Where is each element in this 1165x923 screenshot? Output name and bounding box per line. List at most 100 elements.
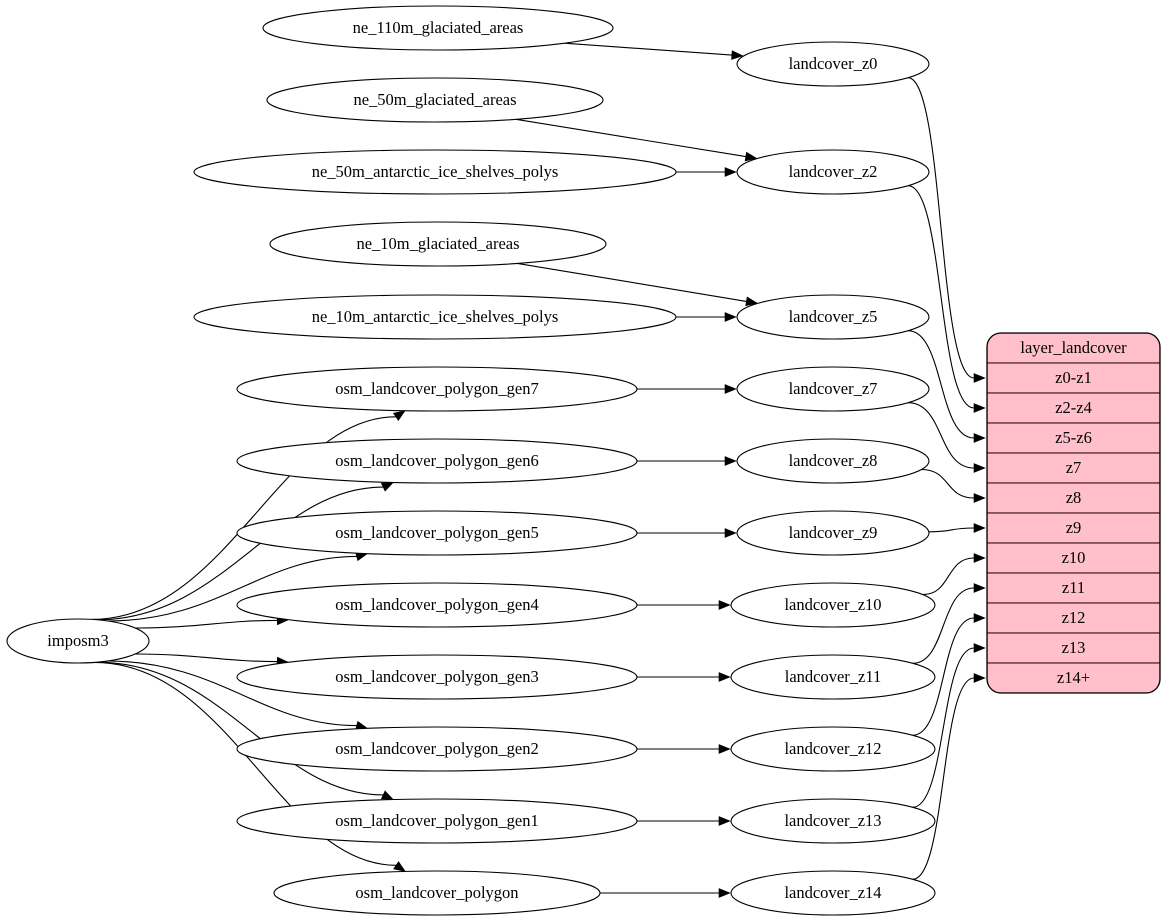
table-row-cell-z9[interactable] bbox=[987, 512, 1160, 544]
node-landcover_z0[interactable]: landcover_z0 bbox=[736, 41, 930, 87]
node-ellipse-ne_10m_glaciated_areas[interactable] bbox=[269, 221, 607, 267]
node-ellipse-osm_landcover_polygon_gen5[interactable] bbox=[236, 510, 638, 556]
edge-landcover_z7-to-z7 bbox=[907, 402, 975, 469]
edge-arrowhead bbox=[973, 673, 986, 683]
node-ellipse-osm_landcover_polygon[interactable] bbox=[273, 870, 601, 916]
table-row-cell-z8[interactable] bbox=[987, 482, 1160, 514]
node-ellipse-ne_110m_glaciated_areas[interactable] bbox=[262, 5, 614, 51]
node-osm_landcover_polygon_gen4[interactable]: osm_landcover_polygon_gen4 bbox=[236, 582, 638, 628]
table-row-cell-z13[interactable] bbox=[987, 632, 1160, 664]
table-row-cell-z5-z6[interactable] bbox=[987, 422, 1160, 454]
node-landcover_z14[interactable]: landcover_z14 bbox=[730, 870, 936, 916]
node-landcover_z11[interactable]: landcover_z11 bbox=[730, 654, 936, 700]
edge-imposm3-to-osm_landcover_polygon_gen5 bbox=[107, 555, 357, 622]
node-ellipse-osm_landcover_polygon_gen2[interactable] bbox=[236, 726, 638, 772]
node-ellipse-landcover_z5[interactable] bbox=[736, 294, 930, 340]
table-row-cell-z7[interactable] bbox=[987, 452, 1160, 484]
edge-arrowhead bbox=[393, 861, 406, 872]
nodes-layer: imposm3 ne_110m_glaciated_areas ne_50m_gla… bbox=[6, 5, 936, 916]
node-landcover_z10[interactable]: landcover_z10 bbox=[730, 582, 936, 628]
edge-imposm3-to-osm_landcover_polygon_gen2 bbox=[107, 660, 357, 727]
node-ne_50m_antarctic_ice_shelves_polys[interactable]: ne_50m_antarctic_ice_shelves_polys bbox=[193, 149, 677, 195]
edge-arrowhead bbox=[724, 384, 737, 394]
node-landcover_z12[interactable]: landcover_z12 bbox=[730, 726, 936, 772]
table-row-cell-z14+[interactable] bbox=[987, 662, 1160, 693]
edge-arrowhead bbox=[745, 296, 759, 307]
node-ne_10m_antarctic_ice_shelves_polys[interactable]: ne_10m_antarctic_ice_shelves_polys bbox=[193, 294, 677, 340]
edge-landcover_z5-to-z5-z6 bbox=[907, 330, 975, 439]
node-ellipse-landcover_z2[interactable] bbox=[736, 149, 930, 195]
node-ellipse-landcover_z10[interactable] bbox=[730, 582, 936, 628]
edge-landcover_z12-to-z12 bbox=[912, 617, 975, 736]
node-osm_landcover_polygon_gen5[interactable]: osm_landcover_polygon_gen5 bbox=[236, 510, 638, 556]
layer-landcover-table: layer_landcoverz0-z1z2-z4z5-z6z7z8z9z10z… bbox=[986, 332, 1161, 694]
node-ellipse-landcover_z8[interactable] bbox=[736, 438, 930, 484]
edge-landcover_z11-to-z11 bbox=[912, 587, 975, 664]
node-ellipse-landcover_z9[interactable] bbox=[736, 510, 930, 556]
table-row-cell-z2-z4[interactable] bbox=[987, 392, 1160, 424]
node-imposm3[interactable]: imposm3 bbox=[6, 618, 150, 664]
edge-landcover_z13-to-z13 bbox=[912, 647, 975, 808]
node-ne_10m_glaciated_areas[interactable]: ne_10m_glaciated_areas bbox=[269, 221, 607, 267]
node-ellipse-landcover_z11[interactable] bbox=[730, 654, 936, 700]
node-ne_50m_glaciated_areas[interactable]: ne_50m_glaciated_areas bbox=[266, 77, 604, 123]
node-landcover_z13[interactable]: landcover_z13 bbox=[730, 798, 936, 844]
node-landcover_z2[interactable]: landcover_z2 bbox=[736, 149, 930, 195]
node-ellipse-landcover_z14[interactable] bbox=[730, 870, 936, 916]
node-ellipse-ne_10m_antarctic_ice_shelves_polys[interactable] bbox=[193, 294, 677, 340]
edge-landcover_z8-to-z8 bbox=[921, 468, 975, 499]
edge-arrowhead bbox=[718, 888, 731, 898]
edge-arrowhead bbox=[380, 790, 394, 800]
node-ellipse-osm_landcover_polygon_gen4[interactable] bbox=[236, 582, 638, 628]
edge-ne_50m_glaciated_areas-to-landcover_z2 bbox=[515, 118, 746, 158]
node-osm_landcover_polygon_gen1[interactable]: osm_landcover_polygon_gen1 bbox=[236, 798, 638, 844]
edge-arrowhead bbox=[724, 312, 737, 322]
edge-landcover_z0-to-z0-z1 bbox=[907, 77, 975, 379]
node-osm_landcover_polygon_gen3[interactable]: osm_landcover_polygon_gen3 bbox=[236, 654, 638, 700]
table-outline bbox=[986, 332, 1161, 694]
node-osm_landcover_polygon_gen7[interactable]: osm_landcover_polygon_gen7 bbox=[236, 366, 638, 412]
edge-imposm3-to-osm_landcover_polygon_gen3 bbox=[135, 653, 278, 663]
node-osm_landcover_polygon_gen6[interactable]: osm_landcover_polygon_gen6 bbox=[236, 438, 638, 484]
node-landcover_z8[interactable]: landcover_z8 bbox=[736, 438, 930, 484]
edge-imposm3-to-osm_landcover_polygon_gen6 bbox=[96, 486, 384, 621]
node-ellipse-osm_landcover_polygon_gen7[interactable] bbox=[236, 366, 638, 412]
table-row-cell-z12[interactable] bbox=[987, 602, 1160, 634]
edge-arrowhead bbox=[973, 583, 986, 593]
node-osm_landcover_polygon_gen2[interactable]: osm_landcover_polygon_gen2 bbox=[236, 726, 638, 772]
table-header-cell[interactable] bbox=[987, 333, 1160, 364]
edge-arrowhead bbox=[718, 744, 731, 754]
edge-imposm3-to-osm_landcover_polygon_gen1 bbox=[96, 661, 384, 796]
node-ellipse-landcover_z13[interactable] bbox=[730, 798, 936, 844]
node-ellipse-ne_50m_glaciated_areas[interactable] bbox=[266, 77, 604, 123]
edge-landcover_z10-to-z10 bbox=[922, 557, 975, 596]
edge-arrowhead bbox=[724, 456, 737, 466]
node-ellipse-imposm3[interactable] bbox=[6, 618, 150, 664]
edge-landcover_z2-to-z2-z4 bbox=[907, 185, 975, 409]
node-ellipse-osm_landcover_polygon_gen1[interactable] bbox=[236, 798, 638, 844]
node-ellipse-osm_landcover_polygon_gen3[interactable] bbox=[236, 654, 638, 700]
node-ne_110m_glaciated_areas[interactable]: ne_110m_glaciated_areas bbox=[262, 5, 614, 51]
table-cells bbox=[987, 333, 1160, 693]
edge-ne_110m_glaciated_areas-to-landcover_z0 bbox=[564, 42, 732, 56]
node-landcover_z9[interactable]: landcover_z9 bbox=[736, 510, 930, 556]
edge-landcover_z14-to-z14+ bbox=[912, 677, 975, 880]
node-osm_landcover_polygon[interactable]: osm_landcover_polygon bbox=[273, 870, 601, 916]
node-ellipse-landcover_z0[interactable] bbox=[736, 41, 930, 87]
edge-imposm3-to-osm_landcover_polygon_gen4 bbox=[135, 619, 278, 629]
edge-arrowhead bbox=[724, 528, 737, 538]
node-ellipse-landcover_z7[interactable] bbox=[736, 366, 930, 412]
table-row-cell-z11[interactable] bbox=[987, 572, 1160, 604]
table-row-cell-z10[interactable] bbox=[987, 542, 1160, 574]
node-landcover_z7[interactable]: landcover_z7 bbox=[736, 366, 930, 412]
edge-arrowhead bbox=[380, 482, 394, 492]
node-ellipse-osm_landcover_polygon_gen6[interactable] bbox=[236, 438, 638, 484]
edge-arrowhead bbox=[731, 50, 744, 60]
node-landcover_z5[interactable]: landcover_z5 bbox=[736, 294, 930, 340]
node-ellipse-landcover_z12[interactable] bbox=[730, 726, 936, 772]
table-row-cell-z0-z1[interactable] bbox=[987, 362, 1160, 394]
edge-imposm3-to-osm_landcover_polygon_gen7 bbox=[91, 416, 396, 620]
edge-arrowhead bbox=[718, 600, 731, 610]
node-ellipse-ne_50m_antarctic_ice_shelves_polys[interactable] bbox=[193, 149, 677, 195]
